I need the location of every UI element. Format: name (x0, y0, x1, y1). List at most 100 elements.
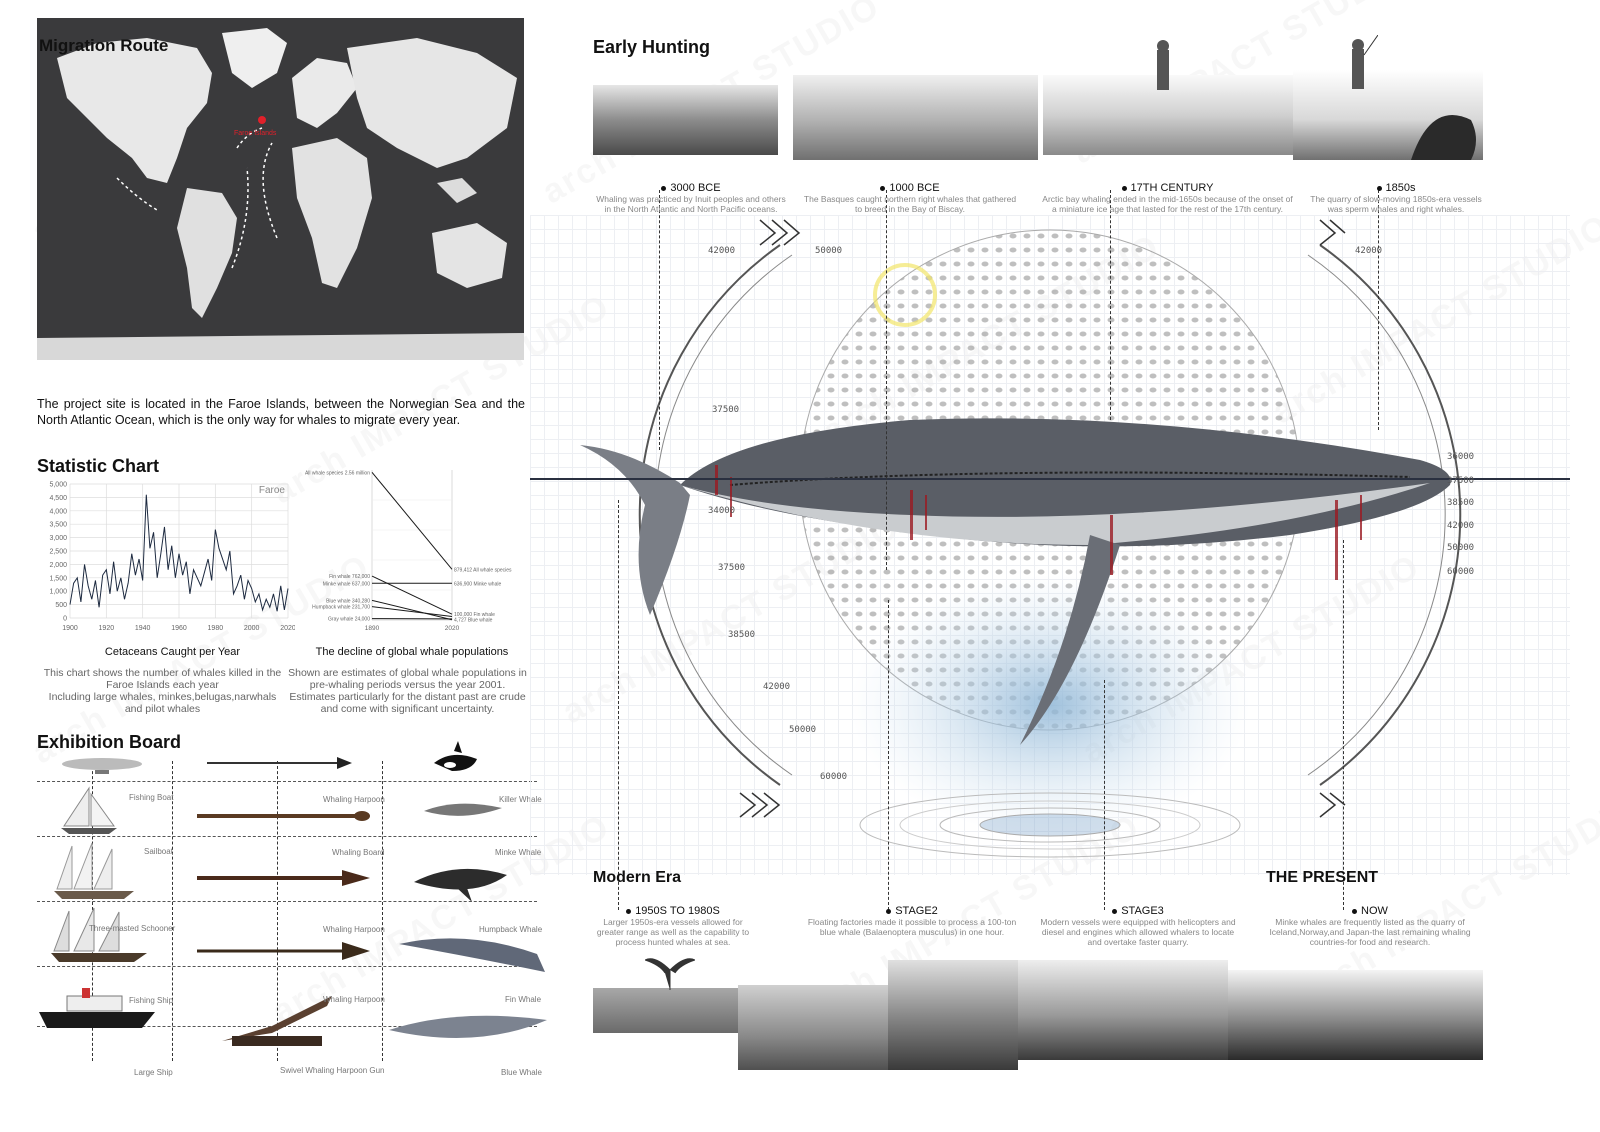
japanese-whaler-image (1228, 970, 1483, 1060)
whale-flipper (1020, 535, 1120, 745)
whale-tail-icon (645, 958, 695, 990)
x-tick-label: 2020 (280, 625, 295, 632)
y-tick-label: 1,000 (49, 589, 67, 596)
site-marker-icon (258, 116, 266, 124)
y-tick-label: 2,500 (49, 549, 67, 556)
scale-number: 42000 (1447, 521, 1475, 531)
exhibit-label: Killer Whale (499, 795, 542, 804)
scale-number: 37500 (1447, 476, 1475, 486)
scale-number: 36000 (1447, 452, 1475, 462)
y-tick-label: 0 (63, 616, 67, 623)
exhibit-label: Whaling Harpoon (323, 995, 385, 1004)
exhibit-label: Three-masted Schooner (89, 924, 176, 933)
series-start-label: Gray whale 24,000 (328, 617, 370, 623)
exhibition-title: Exhibition Board (37, 732, 181, 752)
scale-number: 38500 (728, 630, 756, 640)
scale-number: 60000 (1447, 567, 1475, 577)
scale-number: 60000 (820, 772, 848, 782)
early-hunting-title: Early Hunting (593, 37, 711, 57)
scale-number: 34000 (708, 506, 736, 516)
scale-number: 42000 (1355, 246, 1383, 256)
schooner-icon (51, 907, 147, 962)
migration-title: Migration Route (39, 36, 169, 55)
timeline-date: 1850s (1385, 182, 1416, 194)
chevron-icon (1319, 792, 1346, 818)
ships-bay-image (793, 75, 1038, 160)
exhibit-label: Minke Whale (495, 848, 542, 857)
chart2-description: Shown are estimates of global whale popu… (288, 667, 527, 715)
scale-number: 37500 (718, 563, 746, 573)
scale-number: 37500 (712, 405, 740, 415)
chevron-icon (739, 792, 781, 818)
whaling-harpoon-icon (207, 757, 352, 769)
whale-carcass-image (593, 85, 778, 155)
timeline-desc: Whaling was practiced by Inuit peoples a… (596, 194, 786, 214)
scale-number: 50000 (789, 725, 817, 735)
timeline-item: 1850s The quarry of slow-moving 1850s-er… (1305, 182, 1487, 214)
timeline-desc: The quarry of slow-moving 1850s-era vess… (1310, 194, 1482, 214)
timeline-item: 1000 BCE The Basques caught northern rig… (800, 182, 1020, 214)
timeline-date: 1000 BCE (889, 182, 940, 194)
exhibit-label: Humpback Whale (479, 925, 543, 934)
timeline-desc: Larger 1950s-era vessels allowed for gre… (596, 917, 750, 947)
airship-icon (62, 758, 142, 774)
exhibit-label: Blue Whale (501, 1068, 542, 1077)
timeline-date: STAGE2 (895, 905, 938, 917)
whalers-boat-image (738, 985, 888, 1070)
series-end-label: 636,900 Minke whale (454, 581, 501, 587)
exhibit-label: Fishing Boat (129, 793, 174, 802)
series-end-label: 879,412 All whale species (454, 567, 512, 573)
timeline-item: STAGE3 Modern vessels were equipped with… (1040, 905, 1236, 947)
timeline-desc: The Basques caught northern right whales… (803, 194, 1017, 214)
timeline-item: 17TH CENTURY Arctic bay whaling ended in… (1040, 182, 1295, 214)
modern-era-title: Modern Era (593, 869, 682, 886)
cetaceans-chart: 05001,0001,5002,0002,5003,0003,5004,0004… (49, 482, 295, 633)
central-graphic (530, 219, 1570, 858)
harpoon-gun-icon (222, 996, 332, 1046)
exhibition-grid: Fishing Boat Sailboat Three-masted Schoo… (37, 741, 557, 1077)
exhibit-label: Whaling Board (332, 848, 385, 857)
x-tick-label: 1890 (365, 625, 380, 632)
killer-whale-icon (434, 741, 477, 771)
timeline-desc: Arctic bay whaling ended in the mid-1650… (1042, 194, 1293, 214)
x-tick-label: 2020 (445, 625, 460, 632)
exhibit-label: Sailboat (144, 847, 173, 856)
humpback-whale-icon (414, 868, 507, 902)
site-label: Faroe Islands (234, 130, 277, 137)
timeline-date: 17TH CENTURY (1130, 182, 1214, 194)
series-line (371, 599, 453, 621)
fin-whale-icon (399, 938, 545, 972)
timeline-date: 1950S TO 1980S (635, 905, 720, 917)
scale-number: 50000 (1447, 543, 1475, 553)
x-tick-label: 1940 (135, 625, 151, 632)
scale-number: 42000 (763, 682, 791, 692)
scale-number: 42000 (708, 246, 736, 256)
x-tick-label: 1980 (208, 625, 224, 632)
exhibit-label: Fin Whale (505, 995, 542, 1004)
timeline-date: 3000 BCE (670, 182, 721, 194)
y-tick-label: 4,500 (49, 495, 67, 502)
exhibit-label: Whaling Harpoon (323, 925, 385, 934)
blue-whale-icon (389, 1015, 547, 1038)
hunter-figure-icon (1352, 35, 1378, 89)
timeline-date: NOW (1361, 905, 1388, 917)
large-ship-icon (39, 988, 155, 1028)
sailboat-icon (54, 842, 134, 899)
project-description: The project site is located in the Faroe… (37, 397, 525, 427)
hunter-figure-icon (1157, 40, 1169, 90)
modern-era-strip (593, 950, 1483, 1070)
whale-head-icon (1411, 115, 1476, 160)
factory-ship-image (888, 960, 1018, 1070)
series-line (371, 606, 453, 618)
chevron-icon (1319, 219, 1346, 246)
series-end-label: 100,000 Fin whale (454, 612, 495, 618)
y-tick-label: 4,000 (49, 508, 67, 515)
fishing-boat-icon (61, 786, 117, 834)
chevron-icon (759, 219, 801, 246)
series-start-label: Fin whale 762,000 (329, 574, 370, 580)
timeline-item: STAGE2 Floating factories made it possib… (803, 905, 1021, 937)
whaling-harpoon-icon (197, 942, 370, 960)
whale-tail (580, 445, 690, 615)
timeline-desc: Floating factories made it possible to p… (807, 917, 1017, 937)
